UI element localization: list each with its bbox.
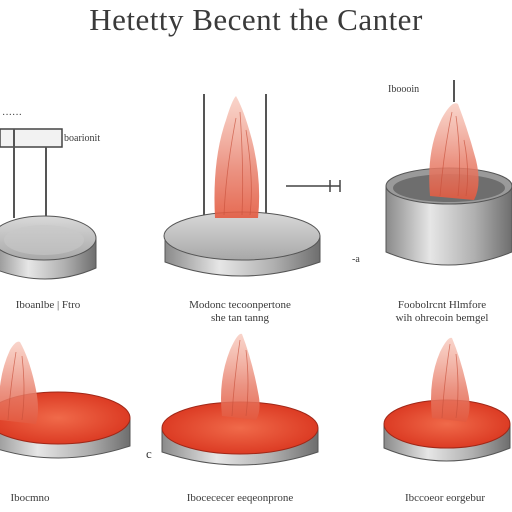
- panel-apparatus-5: [161, 333, 319, 466]
- panel-apparatus-3: [385, 80, 512, 266]
- caption-bottom-3: Ibccoeor eorgebur: [404, 492, 486, 504]
- tag-top-left: ······: [2, 110, 22, 121]
- caption-top-2: Modonc tecoonpertone she tan tanng: [189, 299, 291, 324]
- caption-bottom-2: Ibocececer eeqeonprone: [186, 492, 294, 504]
- panel-apparatus-1: [0, 128, 97, 280]
- flame: [214, 96, 260, 218]
- tag-top-right: Iboooin: [388, 84, 420, 95]
- panel-apparatus-6: [383, 337, 511, 462]
- clamp-bar: [0, 128, 63, 148]
- flame: [429, 103, 479, 200]
- caption-bottom-1: Ibocmno: [10, 492, 50, 504]
- page-title: Hetetty Becent the Canter: [89, 2, 423, 37]
- tag-top-left-box: boarionit: [64, 133, 101, 144]
- flame: [431, 337, 470, 422]
- flame: [221, 333, 260, 420]
- caption-top-1: Iboanlbe | Ftro: [15, 299, 81, 311]
- plate-top: [163, 211, 321, 261]
- tag-bottom-left: c: [146, 446, 152, 461]
- panel-apparatus-2: [163, 94, 341, 277]
- panel-apparatus-4: [0, 341, 131, 459]
- flame: [0, 341, 38, 424]
- tag-mid-right: -a: [352, 254, 360, 265]
- caption-top-3: Foobolrcnt Hlmfore wih ohrecoin bemgel: [395, 299, 489, 324]
